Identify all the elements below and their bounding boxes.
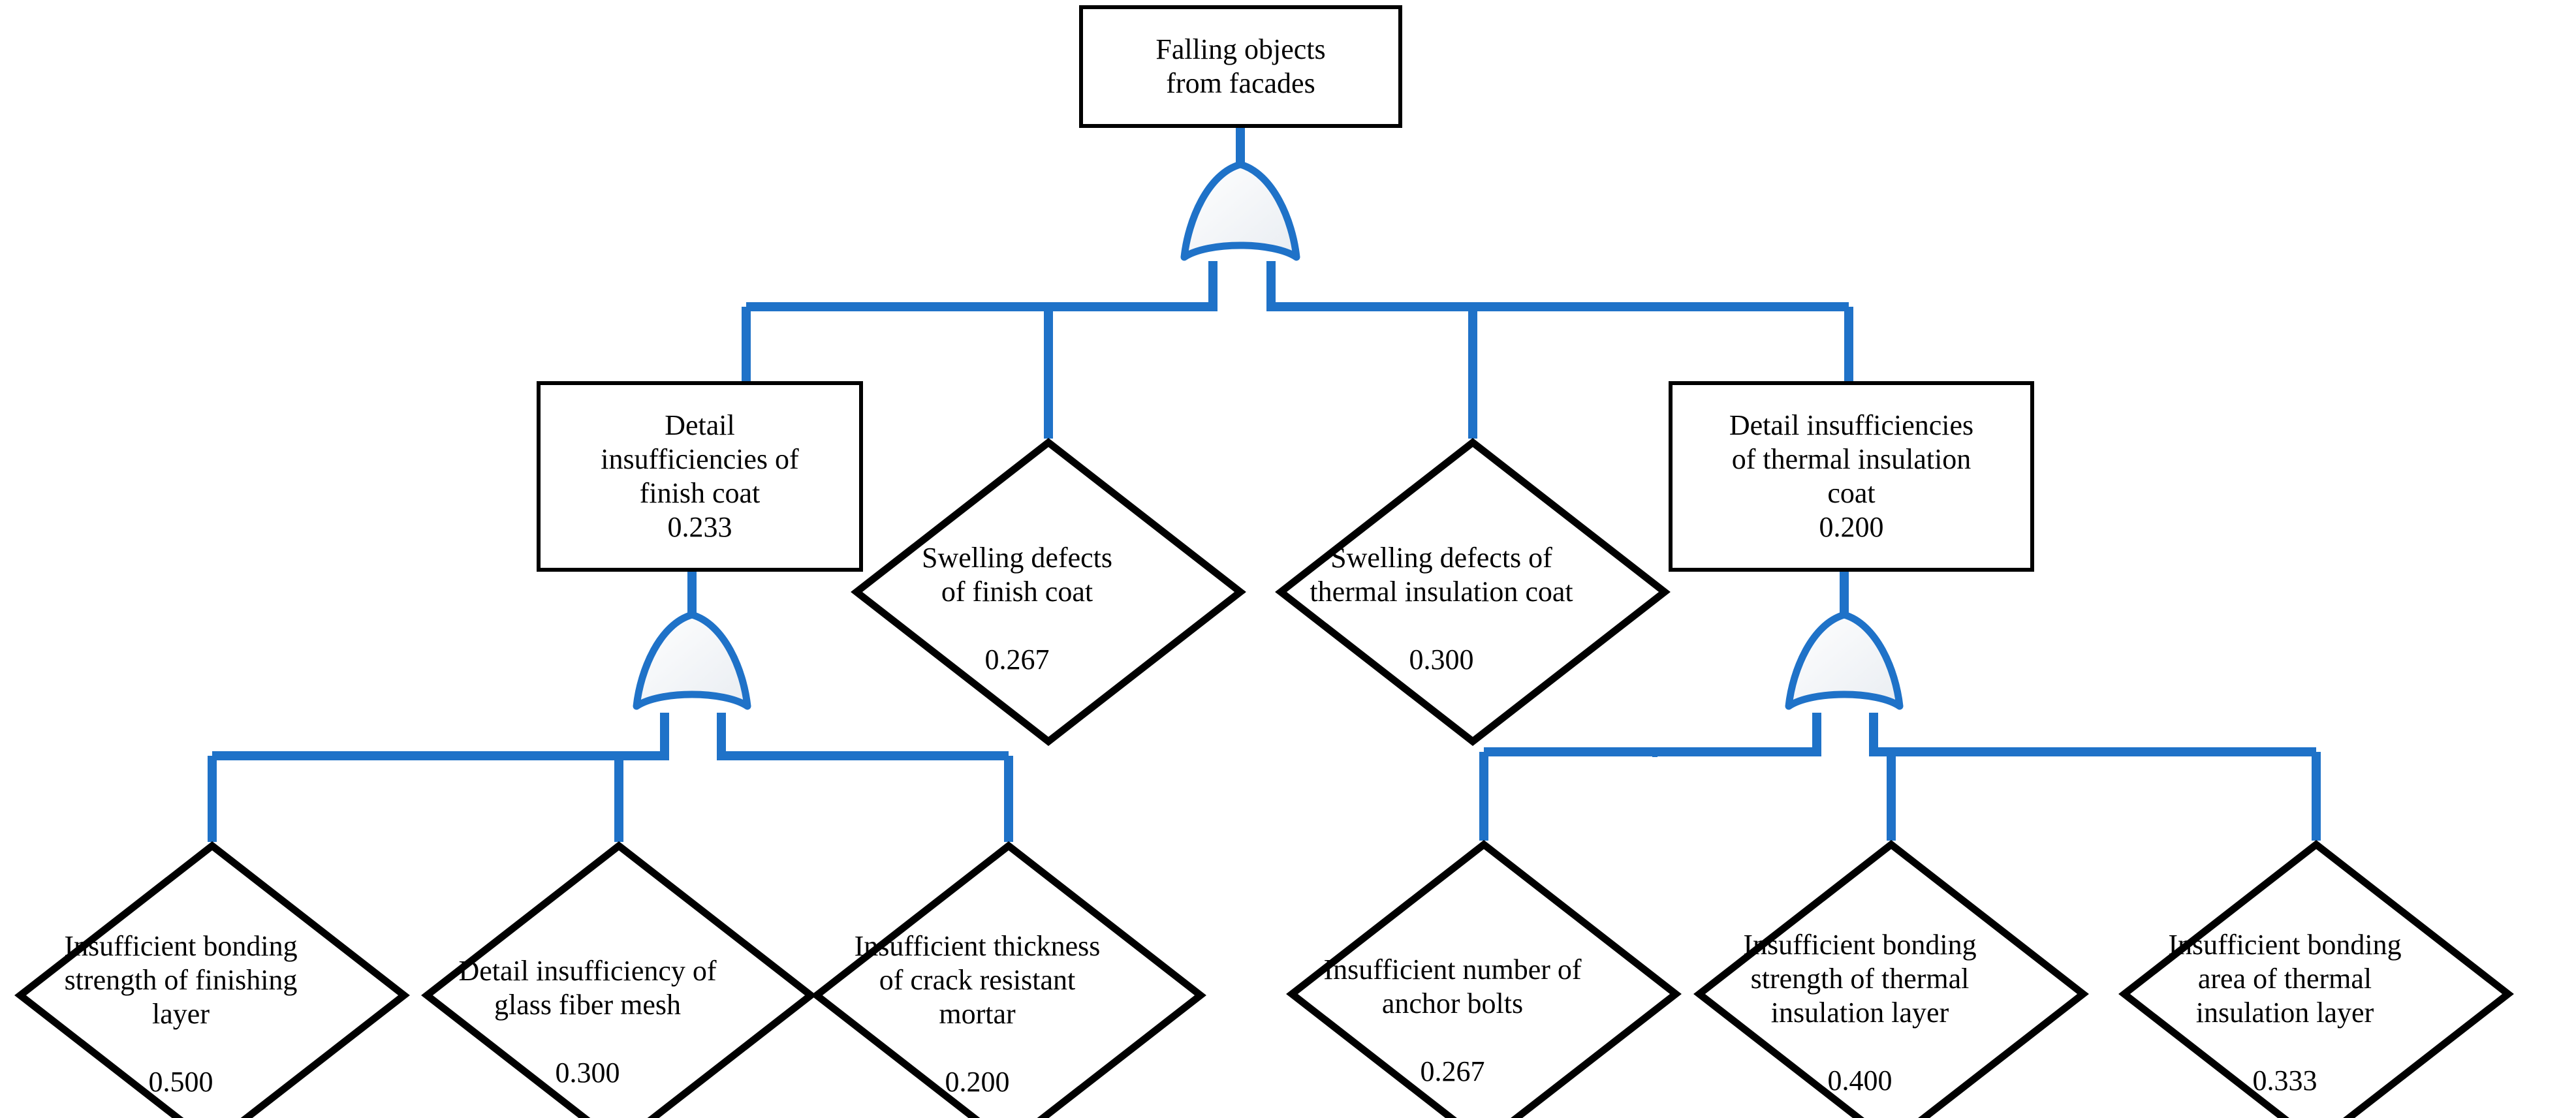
event-diamond-bond-finishing-layer[interactable]: Insufficient bonding strength of finishi… xyxy=(14,841,410,1118)
event-value-glass-fiber-mesh: 0.300 xyxy=(555,1056,620,1089)
event-diamond-swelling-finish[interactable]: Swelling defects of finish coat 0.267 xyxy=(851,438,1246,746)
event-value-bond-area-thermal: 0.333 xyxy=(2252,1064,2317,1096)
event-value-swelling-finish: 0.267 xyxy=(984,643,1050,675)
event-label-swelling-thermal: Swelling defects of thermal insulation c… xyxy=(1310,542,1573,608)
event-diamond-anchor-bolts[interactable]: Insufficient number of anchor bolts 0.26… xyxy=(1286,840,1682,1118)
event-value-swelling-thermal: 0.300 xyxy=(1409,643,1474,675)
event-label-swelling-finish: Swelling defects of finish coat xyxy=(921,542,1113,608)
event-diamond-swelling-thermal[interactable]: Swelling defects of thermal insulation c… xyxy=(1275,438,1671,746)
event-label-anchor-bolts: Insufficient number of anchor bolts xyxy=(1323,954,1582,1020)
event-label-top: Falling objects from facades xyxy=(1155,33,1326,99)
event-label-finish-coat-detail: Detail insufficiencies of finish coat xyxy=(601,409,799,509)
event-diamond-bond-area-thermal[interactable]: Insufficient bonding area of thermal ins… xyxy=(2118,840,2514,1118)
event-diamond-crack-resistant-mortar[interactable]: Insufficient thickness of crack resistan… xyxy=(811,841,1206,1118)
event-diamond-glass-fiber-mesh[interactable]: Detail insufficiency of glass fiber mesh… xyxy=(421,841,817,1118)
event-value-finish-coat-detail: 0.233 xyxy=(667,510,732,543)
event-label-bond-finishing-layer: Insufficient bonding strength of finishi… xyxy=(64,930,298,1030)
event-label-bond-strength-thermal: Insufficient bonding strength of thermal… xyxy=(1743,929,1977,1029)
event-label-glass-fiber-mesh: Detail insufficiency of glass fiber mesh xyxy=(458,955,717,1021)
event-label-bond-area-thermal: Insufficient bonding area of thermal ins… xyxy=(2168,929,2402,1029)
event-diamond-bond-strength-thermal[interactable]: Insufficient bonding strength of thermal… xyxy=(1693,840,2089,1118)
event-box-thermal-coat-detail[interactable]: Detail insufficiencies of thermal insula… xyxy=(1669,381,2034,572)
event-value-anchor-bolts: 0.267 xyxy=(1420,1055,1485,1087)
event-box-finish-coat-detail[interactable]: Detail insufficiencies of finish coat 0.… xyxy=(537,381,863,572)
event-value-bond-strength-thermal: 0.400 xyxy=(1827,1064,1893,1096)
event-label-thermal-coat-detail: Detail insufficiencies of thermal insula… xyxy=(1729,409,1974,509)
event-value-thermal-coat-detail: 0.200 xyxy=(1819,510,1884,543)
event-box-top[interactable]: Falling objects from facades xyxy=(1079,5,1402,128)
event-value-crack-resistant-mortar: 0.200 xyxy=(945,1065,1010,1098)
or-gate-top xyxy=(1169,161,1312,265)
or-gate-finish-coat xyxy=(621,611,762,714)
event-label-crack-resistant-mortar: Insufficient thickness of crack resistan… xyxy=(854,930,1101,1030)
event-value-bond-finishing-layer: 0.500 xyxy=(148,1065,213,1098)
or-gate-thermal-coat xyxy=(1774,611,1915,714)
